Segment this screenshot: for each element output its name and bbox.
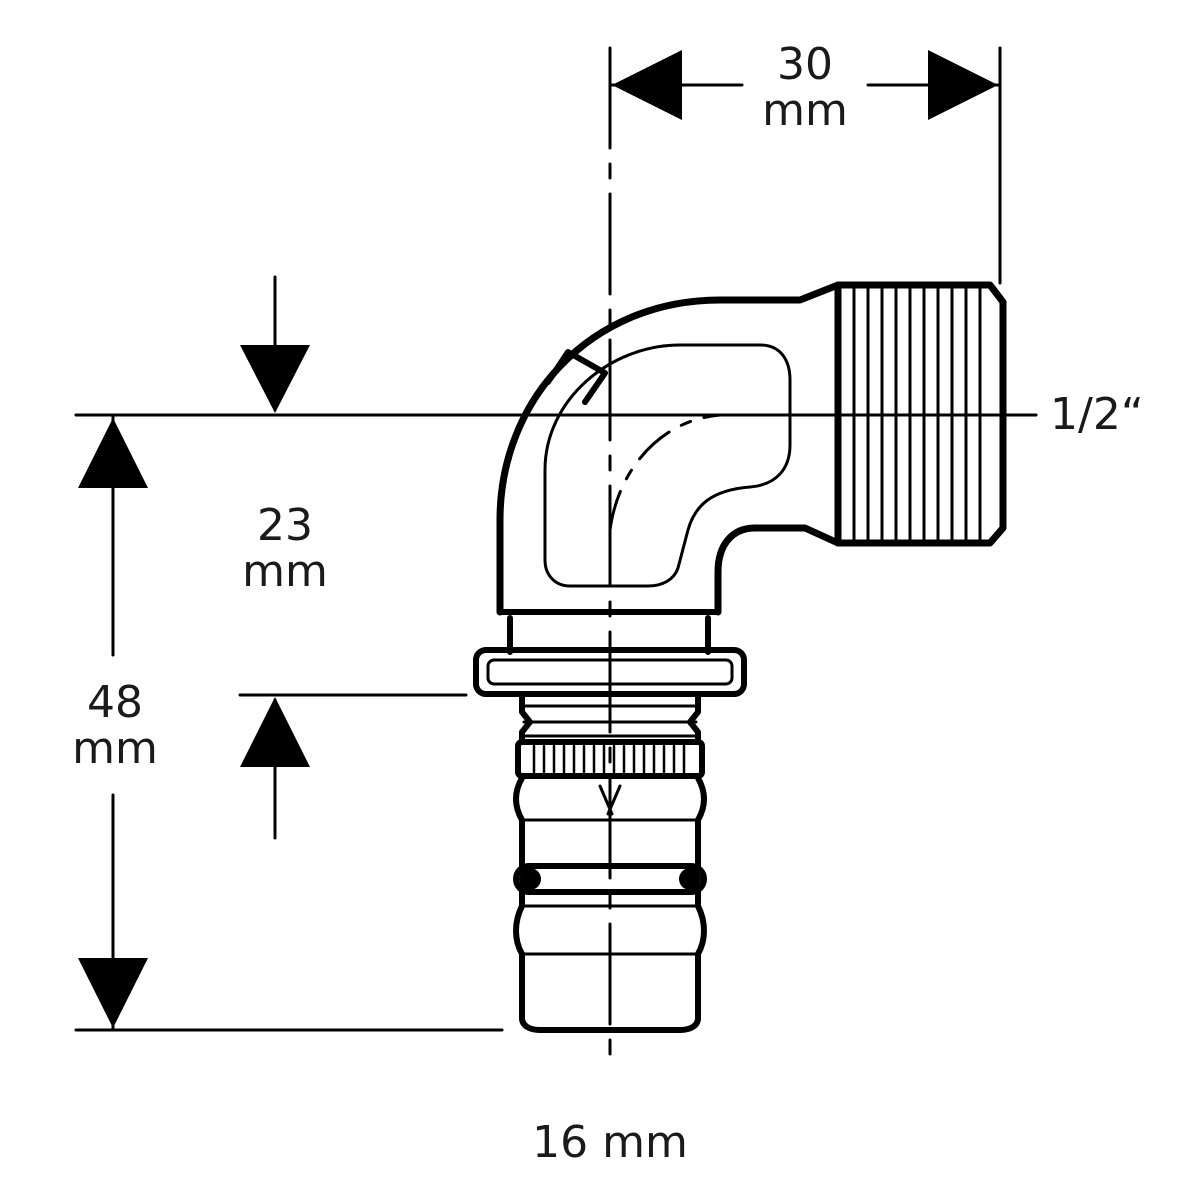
dim-30-unit: mm	[762, 85, 848, 136]
dim-48-unit: mm	[72, 723, 158, 774]
thread-size-label: 1/2“	[1050, 389, 1144, 440]
dim-label-30: 30 mm	[742, 42, 868, 134]
pipe-size-label: 16 mm	[532, 1117, 688, 1168]
knurl-lines	[532, 744, 686, 774]
dim-label-48: 48 mm	[52, 680, 178, 772]
elbow-inner-face	[543, 343, 792, 588]
thread-nipple-outline	[834, 281, 1007, 547]
elbow-lug	[545, 349, 608, 405]
arrow-48-top	[78, 418, 148, 488]
dim-48-value: 48	[87, 677, 143, 728]
dim-label-23: 23 mm	[222, 503, 348, 595]
arrow-23-down	[240, 345, 310, 413]
tail-insert	[513, 889, 707, 1033]
dim-23-value: 23	[257, 500, 313, 551]
elbow-body-outline	[496, 281, 842, 616]
arrow-30-right	[928, 50, 998, 120]
arrow-48-bottom	[78, 958, 148, 1028]
dim-23-unit: mm	[242, 546, 328, 597]
centerline-bend	[608, 413, 722, 532]
arrow-23-up	[240, 697, 310, 767]
dim-30-value: 30	[777, 39, 833, 90]
knurled-ring	[515, 739, 705, 779]
arrow-30-left	[612, 50, 682, 120]
